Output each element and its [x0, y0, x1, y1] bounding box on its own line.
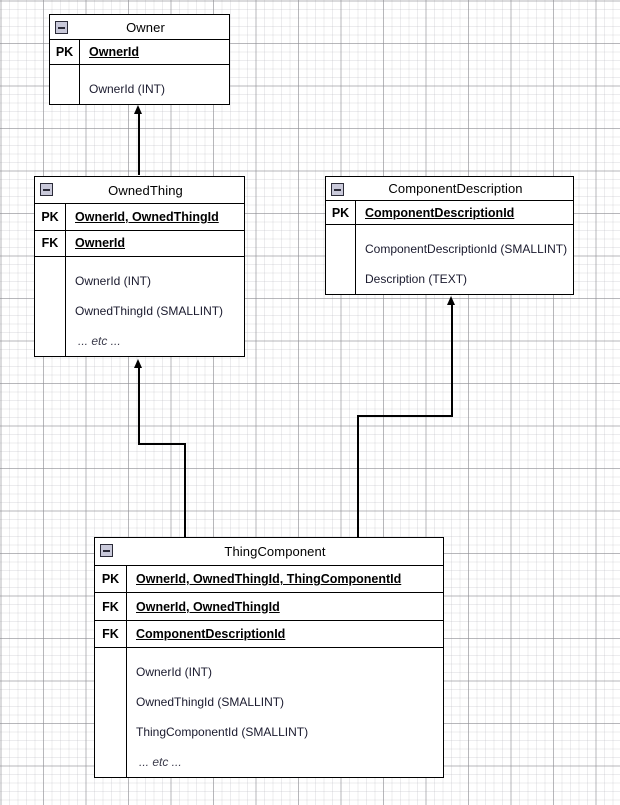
entity-owner-attributes: OwnerId (INT) — [50, 65, 229, 104]
connector-thingcomponent-componentdescription-vertical-lower — [357, 415, 359, 539]
attr-owner-ownerid: OwnerId (INT) — [89, 82, 166, 96]
entity-owned-thing-key-row-fk: FK OwnerId — [35, 230, 244, 257]
key-name-ownerid: OwnerId — [75, 236, 126, 251]
connector-thingcomponent-ownedthing-vertical-lower — [184, 443, 186, 539]
entity-thing-component-attributes: OwnerId (INT) OwnedThingId (SMALLINT) Th… — [95, 648, 443, 778]
key-tag-fk: FK — [35, 230, 66, 256]
key-name-ownerid-ownedthingid-thingcomponentid: OwnerId, OwnedThingId, ThingComponentId — [136, 572, 402, 587]
entity-thing-component-key-row-fk-ownedthing: FK OwnerId, OwnedThingId — [95, 593, 443, 621]
attr-componentdescription-description: Description (TEXT) — [365, 272, 468, 286]
key-tag-pk: PK — [95, 566, 127, 593]
entity-thing-component-key-row-fk-componentdescription: FK ComponentDescriptionId — [95, 620, 443, 649]
entity-component-description-header: ComponentDescription — [326, 177, 573, 202]
minus-box-icon[interactable] — [331, 183, 344, 196]
key-tag-pk: PK — [35, 204, 66, 230]
entity-owned-thing-title: OwnedThing — [108, 182, 183, 198]
entity-component-description-attributes: ComponentDescriptionId (SMALLINT) Descri… — [326, 225, 573, 294]
attr-ownedthing-etc: ... etc ... — [78, 334, 121, 348]
key-name-componentdescriptionid: ComponentDescriptionId — [365, 205, 515, 220]
attr-thingcomponent-etc: ... etc ... — [139, 755, 182, 770]
entity-thing-component[interactable]: ThingComponent PK OwnerId, OwnedThingId,… — [94, 537, 444, 778]
attr-thingcomponent-thingcomponentid: ThingComponentId (SMALLINT) — [136, 725, 309, 740]
connector-ownedthing-owner-arrow-icon — [134, 105, 142, 114]
entity-owner-key-row-pk: PK OwnerId — [50, 40, 229, 65]
key-name-ownerid-ownedthingid: OwnerId, OwnedThingId — [136, 599, 280, 614]
attr-gutter — [35, 257, 66, 356]
entity-component-description-key-row-pk: PK ComponentDescriptionId — [326, 201, 573, 225]
attr-ownedthing-ownerid: OwnerId (INT) — [75, 274, 152, 288]
attr-thingcomponent-ownedthingid: OwnedThingId (SMALLINT) — [136, 695, 285, 710]
attr-ownedthing-ownedthingid: OwnedThingId (SMALLINT) — [75, 304, 224, 318]
key-name-componentdescriptionid: ComponentDescriptionId — [136, 626, 286, 641]
key-tag-fk: FK — [95, 593, 127, 620]
entity-thing-component-key-row-pk: PK OwnerId, OwnedThingId, ThingComponent… — [95, 566, 443, 594]
key-tag-pk: PK — [326, 201, 356, 224]
key-tag-pk: PK — [50, 40, 80, 64]
attr-gutter — [50, 65, 80, 104]
minus-box-icon[interactable] — [100, 544, 113, 557]
attr-gutter — [95, 648, 127, 778]
connector-thingcomponent-componentdescription-horizontal — [357, 415, 453, 417]
attr-thingcomponent-ownerid: OwnerId (INT) — [136, 665, 213, 680]
attr-list: ComponentDescriptionId (SMALLINT) Descri… — [356, 225, 573, 294]
minus-box-icon[interactable] — [55, 21, 68, 34]
entity-owned-thing-attributes: OwnerId (INT) OwnedThingId (SMALLINT) ..… — [35, 257, 244, 356]
entity-thing-component-header: ThingComponent — [95, 538, 443, 567]
entity-owned-thing-header: OwnedThing — [35, 177, 244, 205]
entity-component-description-title: ComponentDescription — [388, 181, 523, 197]
entity-owned-thing[interactable]: OwnedThing PK OwnerId, OwnedThingId FK O… — [34, 176, 245, 357]
entity-thing-component-title: ThingComponent — [224, 544, 326, 560]
attr-list: OwnerId (INT) — [80, 65, 229, 104]
minus-box-icon[interactable] — [40, 183, 53, 196]
connector-thingcomponent-ownedthing-arrow-icon — [134, 359, 142, 368]
connector-thingcomponent-componentdescription-vertical-upper — [451, 305, 453, 416]
key-name-ownerid-ownedthingid: OwnerId, OwnedThingId — [75, 209, 219, 224]
attr-list: OwnerId (INT) OwnedThingId (SMALLINT) Th… — [127, 648, 443, 777]
key-tag-fk: FK — [95, 620, 127, 648]
connector-thingcomponent-ownedthing-horizontal — [138, 443, 186, 445]
connector-ownedthing-owner-vertical — [138, 113, 140, 175]
entity-owner[interactable]: Owner PK OwnerId OwnerId (INT) — [49, 14, 230, 105]
connector-thingcomponent-ownedthing-vertical-upper — [138, 368, 140, 444]
entity-owner-title: Owner — [126, 19, 165, 35]
entity-owned-thing-key-row-pk: PK OwnerId, OwnedThingId — [35, 204, 244, 231]
attr-gutter — [326, 225, 356, 294]
entity-component-description[interactable]: ComponentDescription PK ComponentDescrip… — [325, 176, 574, 295]
connector-thingcomponent-componentdescription-arrow-icon — [447, 296, 455, 305]
key-name-ownerid: OwnerId — [89, 45, 140, 60]
attr-componentdescription-id: ComponentDescriptionId (SMALLINT) — [365, 242, 568, 256]
entity-owner-header: Owner — [50, 15, 229, 41]
attr-list: OwnerId (INT) OwnedThingId (SMALLINT) ..… — [66, 257, 244, 356]
